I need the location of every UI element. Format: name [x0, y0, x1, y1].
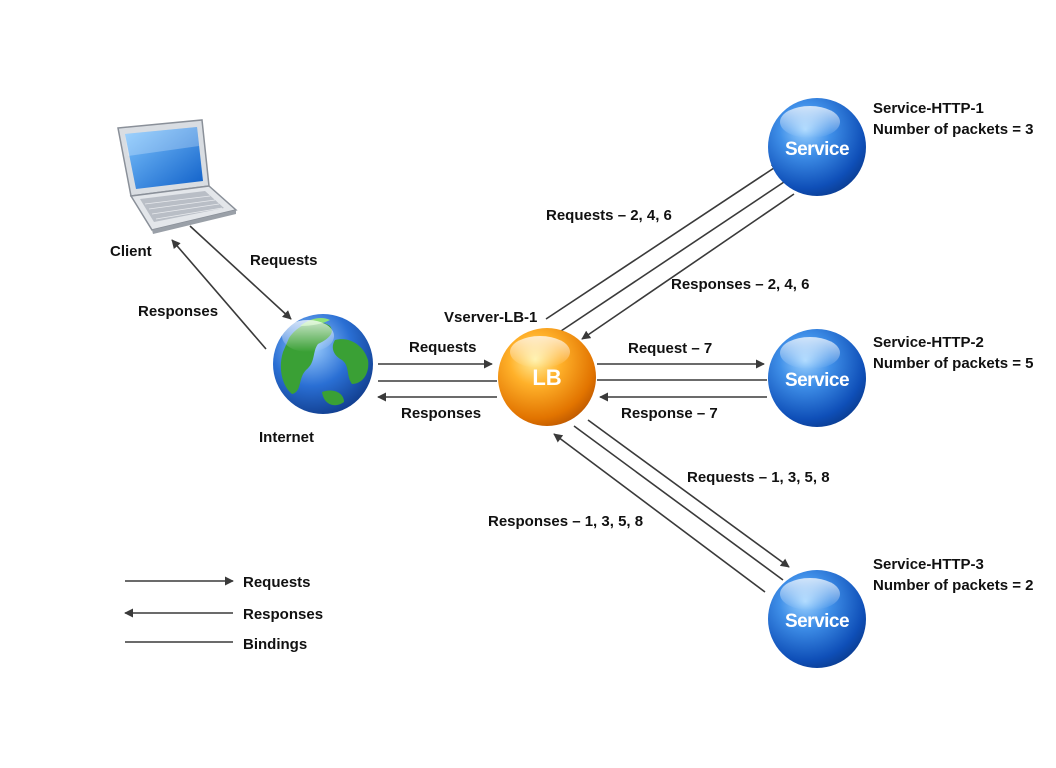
internet-label: Internet: [259, 429, 314, 446]
service3-responses-label: Responses – 1, 3, 5, 8: [488, 513, 643, 530]
service3-request-arrow: [587, 419, 790, 568]
service1-binding-line: [560, 179, 788, 332]
client-requests-label: Requests: [250, 252, 318, 269]
service3-binding-line: [573, 425, 784, 581]
client-label: Client: [110, 243, 152, 260]
service-node-1: Service: [768, 98, 866, 196]
internet-requests-label: Requests: [409, 339, 477, 356]
lb-node-text: LB: [532, 365, 561, 390]
service-node-2: Service: [768, 329, 866, 427]
service-node-3-text: Service: [785, 611, 849, 632]
lb-node: LB: [498, 328, 596, 426]
legend-bindings-label: Bindings: [243, 636, 307, 653]
internet-responses-label: Responses: [401, 405, 481, 422]
client-response-arrow: [171, 239, 267, 350]
service-node-2-text: Service: [785, 370, 849, 391]
service2-packets: Number of packets = 5: [873, 355, 1033, 372]
service1-request-arrow: [545, 163, 781, 320]
service3-name: Service-HTTP-3: [873, 556, 984, 573]
service1-name: Service-HTTP-1: [873, 100, 984, 117]
client-responses-label: Responses: [138, 303, 218, 320]
globe-icon: [273, 314, 373, 414]
legend-responses-label: Responses: [243, 606, 323, 623]
service-node-3: Service: [768, 570, 866, 668]
client-request-arrow: [189, 225, 292, 320]
service1-response-arrow: [581, 193, 795, 340]
service1-responses-label: Responses – 2, 4, 6: [671, 276, 809, 293]
service2-name: Service-HTTP-2: [873, 334, 984, 351]
service3-response-arrow: [553, 433, 766, 593]
service1-requests-label: Requests – 2, 4, 6: [546, 207, 672, 224]
service1-packets: Number of packets = 3: [873, 121, 1033, 138]
service3-packets: Number of packets = 2: [873, 577, 1033, 594]
vserver-label: Vserver-LB-1: [444, 309, 537, 326]
laptop-icon: [117, 119, 238, 234]
service-node-1-text: Service: [785, 139, 849, 160]
connections: [171, 163, 795, 593]
legend: Requests Responses Bindings: [124, 574, 323, 653]
legend-requests-label: Requests: [243, 574, 311, 591]
service3-requests-label: Requests – 1, 3, 5, 8: [687, 469, 830, 486]
service2-requests-label: Request – 7: [628, 340, 712, 357]
service2-responses-label: Response – 7: [621, 405, 718, 422]
